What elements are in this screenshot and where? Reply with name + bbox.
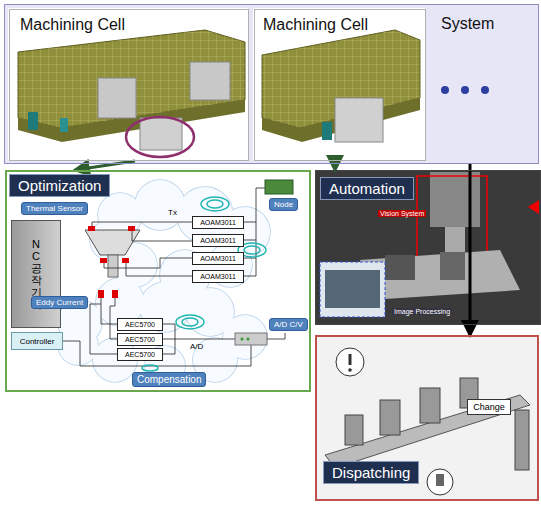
node-text: Dispatching	[323, 461, 419, 484]
node-text: Automation	[320, 177, 414, 200]
node-text: A/D C/V	[274, 320, 303, 329]
change-box: Change	[467, 399, 511, 415]
node-text: Compensation	[137, 374, 201, 385]
node-text: Eddy Current	[36, 298, 83, 307]
node-text: AEC5700	[125, 336, 155, 343]
module-box: AEC5700	[117, 318, 163, 331]
node-text: AOAM3011	[200, 255, 236, 262]
automation-panel: Automation	[315, 170, 541, 325]
node-text: Node	[274, 200, 293, 209]
node-text: Machining Cell	[20, 16, 125, 34]
node-text: Change	[473, 402, 505, 412]
node-text: AEC5700	[125, 351, 155, 358]
node-text: System	[441, 15, 494, 33]
node-text: AEC5700	[125, 321, 155, 328]
machining-cell: Machining Cell	[9, 9, 249, 161]
converter-label: A/D C/V	[269, 318, 308, 331]
machine-box: NC 공작기계	[11, 220, 61, 328]
module-box: AOAM3011	[192, 252, 244, 265]
machining-cell: Machining Cell	[254, 9, 426, 161]
sensor-label: Eddy Current	[31, 296, 88, 309]
module-box: AOAM3011	[192, 216, 244, 229]
flow-arrow	[75, 161, 135, 170]
controller-box: Controller	[11, 332, 63, 350]
photo-label: Vision System	[378, 210, 426, 217]
node-text: AOAM3011	[200, 237, 236, 244]
compensation-label: Compensation	[132, 372, 206, 387]
module-box: AOAM3011	[192, 234, 244, 247]
node-text: Optimization	[9, 174, 110, 197]
module-box: AEC5700	[117, 348, 163, 361]
node-text: Controller	[20, 337, 55, 346]
dispatching-panel: Dispatching Change	[315, 335, 539, 501]
node-text: Machining Cell	[263, 16, 368, 34]
module-box: AEC5700	[117, 333, 163, 346]
optimization-panel: OptimizationThermal Sensor NC 공작기계 AOAM301…	[5, 170, 311, 392]
sensor-label: Thermal Sensor	[21, 202, 88, 215]
photo-label: Image Processing	[392, 308, 452, 315]
node-text: AOAM3011	[200, 273, 236, 280]
node-label: Node	[269, 198, 298, 211]
flow-arrow	[469, 164, 472, 335]
signal-label: A/D	[190, 342, 203, 351]
module-box: AOAM3011	[192, 270, 244, 283]
node-text: Thermal Sensor	[26, 204, 83, 213]
node-text: AOAM3011	[200, 219, 236, 226]
signal-label: Tx	[168, 208, 177, 217]
system-band: System Machining Cell Machining Cell	[4, 4, 539, 164]
flow-arrow	[334, 161, 337, 170]
